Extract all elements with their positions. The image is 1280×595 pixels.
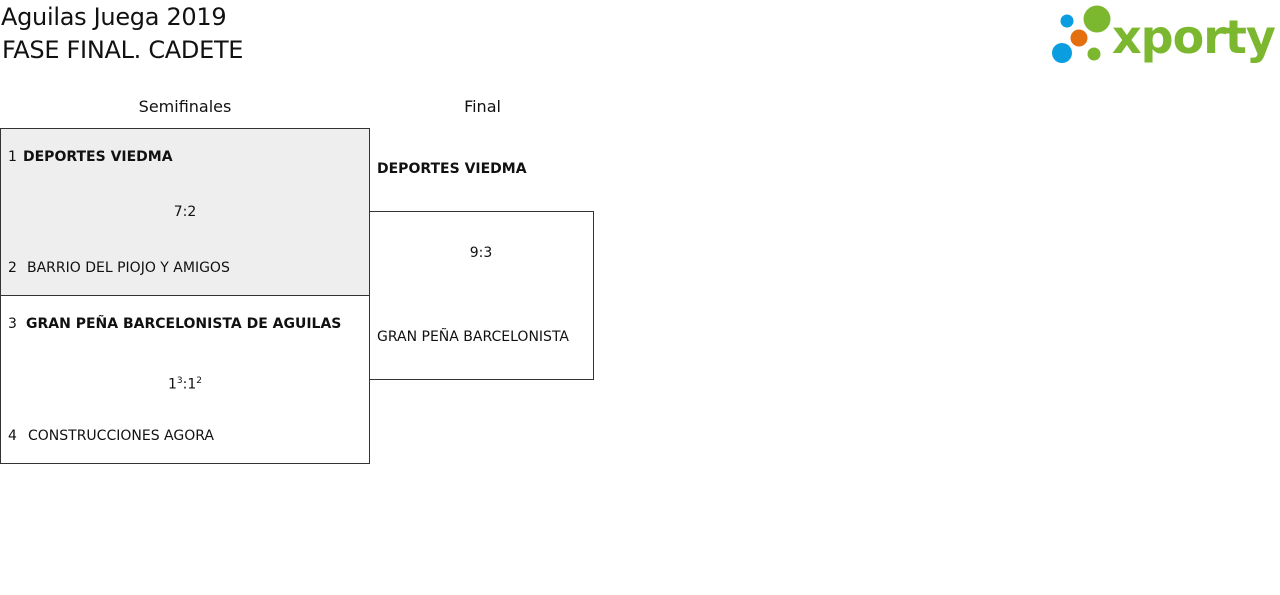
score-separator: : [182, 376, 188, 393]
final-home-team: DEPORTES VIEDMA [377, 161, 527, 177]
score-separator: : [182, 204, 188, 220]
score-home: 1 [167, 376, 177, 393]
score-home: 7 [173, 204, 183, 220]
round-label-final: Final [464, 97, 501, 116]
semifinal-1-score: 7:2 [1, 202, 369, 222]
round-label-semifinals: Semifinales [138, 97, 232, 116]
score-away: 1 [187, 376, 197, 393]
semifinal-2-home-team: 3 GRAN PEÑA BARCELONISTA DE AGUILAS [8, 314, 341, 334]
logo-wordmark: xporty [1112, 10, 1276, 64]
logo-dot-blue-large [1052, 43, 1072, 63]
team-seed: 4 [8, 428, 17, 444]
team-name: GRAN PEÑA BARCELONISTA DE AGUILAS [26, 316, 342, 332]
score-away: 2 [187, 204, 197, 220]
semifinal-1-home-team: 1 DEPORTES VIEDMA [8, 147, 173, 167]
team-seed: 3 [8, 316, 17, 332]
logo-dot-green-small [1087, 47, 1101, 61]
semifinal-1-away-team: 2 BARRIO DEL PIOJO Y AMIGOS [8, 258, 230, 278]
semifinal-2-score: 13:12 [1, 371, 369, 395]
logo-dot-blue-small [1060, 14, 1074, 28]
final-match[interactable] [369, 211, 594, 380]
xporty-logo[interactable]: xporty [1050, 4, 1276, 68]
team-name: CONSTRUCCIONES AGORA [28, 428, 214, 444]
score-home-penalties: 3 [176, 376, 183, 386]
final-away-team: GRAN PEÑA BARCELONISTA [377, 329, 569, 345]
semifinal-2-away-team: 4 CONSTRUCCIONES AGORA [8, 426, 214, 446]
team-name: BARRIO DEL PIOJO Y AMIGOS [27, 260, 230, 276]
tournament-title: Aguilas Juega 2019 [1, 3, 227, 31]
phase-title: FASE FINAL. CADETE [2, 36, 244, 64]
logo-dot-green-large [1083, 5, 1111, 33]
team-seed: 2 [8, 260, 17, 276]
final-score: 9:3 [469, 245, 493, 261]
logo-dot-orange [1070, 29, 1088, 47]
score-away-penalties: 2 [196, 376, 203, 386]
team-seed: 1 [8, 149, 17, 165]
team-name: DEPORTES VIEDMA [23, 149, 173, 165]
